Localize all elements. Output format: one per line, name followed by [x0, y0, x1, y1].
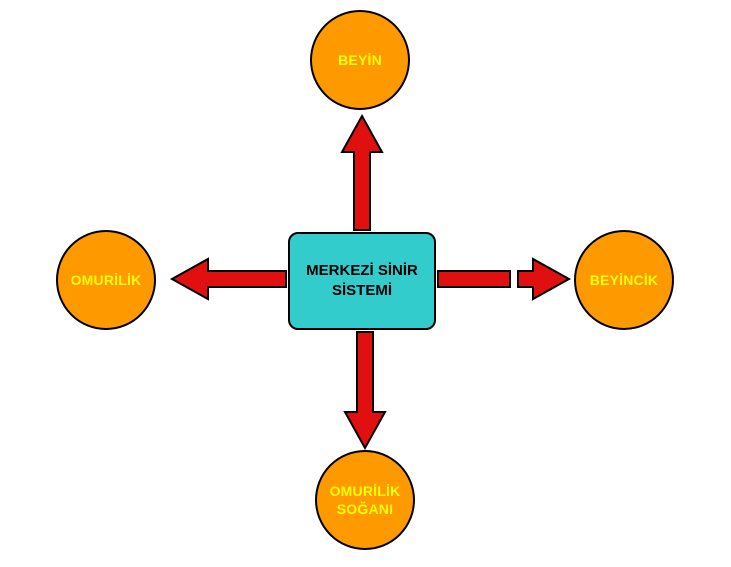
center-box-merkezi-sinir-sistemi: MERKEZİ SİNİR SİSTEMİ: [288, 232, 436, 330]
center-box-line2: SİSTEMİ: [331, 282, 392, 299]
arrow-up: [340, 113, 384, 231]
arrow-down: [343, 331, 387, 451]
arrow-left: [169, 257, 287, 301]
node-omurilik-label: OMURİLİK: [70, 271, 142, 288]
node-omurilik: OMURİLİK: [56, 230, 156, 330]
node-beyin: BEYİN: [310, 10, 410, 110]
node-beyincik: BEYİNCİK: [574, 230, 674, 330]
node-beyin-label: BEYİN: [338, 51, 382, 68]
arrow-right-head: [517, 257, 572, 301]
node-omurilik-sogani-label: OMURİLİK SOĞANI: [330, 482, 401, 518]
center-box-line1: MERKEZİ SİNİR: [306, 261, 418, 279]
node-beyincik-label: BEYİNCİK: [589, 271, 659, 288]
node-omurilik-sogani-line2: SOĞANI: [336, 501, 394, 517]
arrow-right-shaft: [437, 270, 511, 288]
node-omurilik-sogani-line1: OMURİLİK: [329, 482, 401, 499]
node-omurilik-sogani: OMURİLİK SOĞANI: [315, 450, 415, 550]
